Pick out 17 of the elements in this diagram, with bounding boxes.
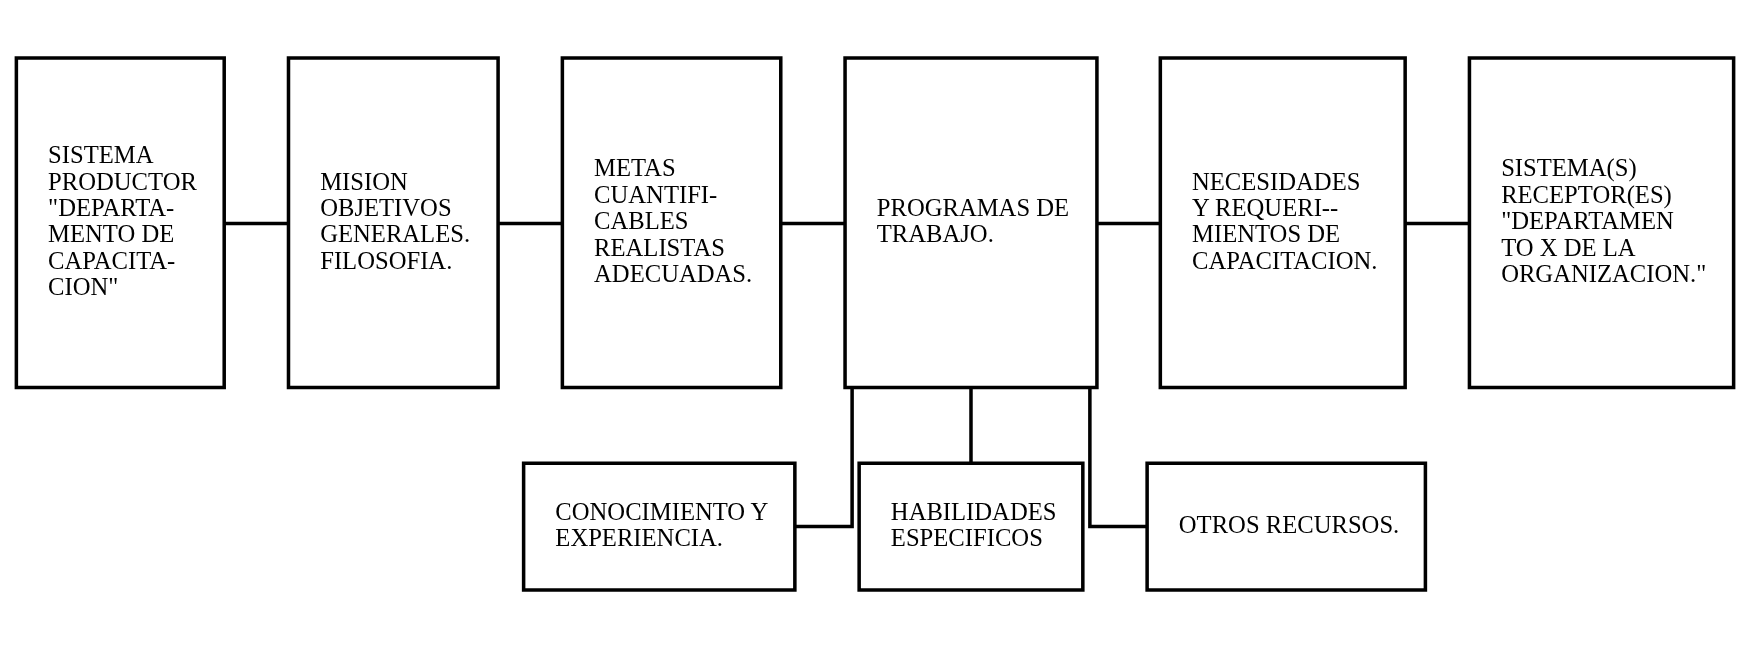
connector — [224, 221, 289, 226]
connector — [498, 221, 563, 226]
connector — [969, 387, 973, 463]
connector — [795, 387, 854, 529]
node-box: METAS CUANTIFI- CABLES REALISTAS ADECUADAS. — [560, 56, 783, 390]
connector — [781, 221, 845, 226]
node-box: HABILIDADES ESPECIFICOS — [857, 461, 1085, 592]
node-box: MISION OBJETIVOS GENERALES. FILOSOFIA. — [286, 56, 500, 390]
node-box: NECESIDADES Y REQUERI-- MIENTOS DE CAPACITACION. — [1158, 56, 1407, 390]
connector — [1088, 387, 1147, 529]
node-box: CONOCIMIENTO Y EXPERIENCIA. — [521, 461, 797, 592]
node-box: SISTEMA PRODUCTOR "DEPARTA- MENTO DE CAPACITA- CION" — [14, 56, 226, 390]
connector — [1097, 221, 1161, 226]
node-box: PROGRAMAS DE TRABAJO. — [843, 56, 1099, 390]
connector — [1405, 221, 1470, 226]
node-box: SISTEMA(S) RECEPTOR(ES) "DEPARTAMEN TO X DE LA ORGANIZACION." — [1467, 56, 1736, 390]
node-box: OTROS RECURSOS. — [1145, 461, 1428, 592]
